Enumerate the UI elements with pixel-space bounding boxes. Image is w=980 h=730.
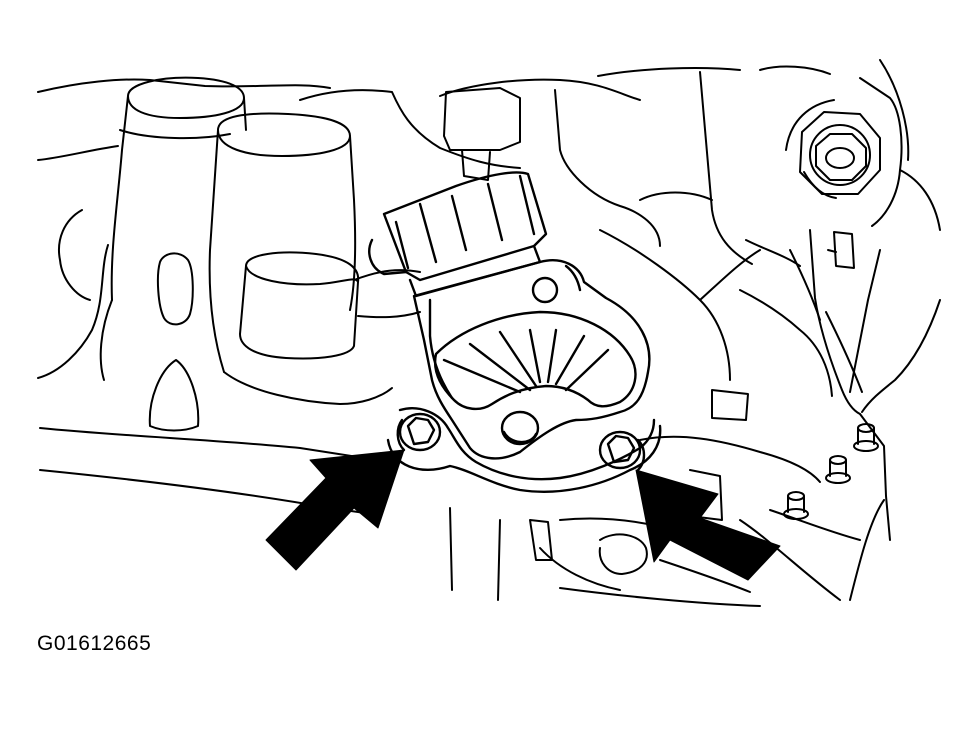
stud	[853, 423, 879, 452]
cylinder-boss-center	[208, 112, 421, 405]
right-bolt-arrow	[635, 469, 781, 581]
connector-housing	[368, 171, 548, 298]
hex-nut	[785, 99, 881, 199]
left-bolt-arrow	[265, 449, 405, 571]
neutral-safety-switch	[386, 259, 662, 493]
left-mounting-bolt	[396, 412, 442, 452]
cylinder-boss-left	[58, 76, 247, 432]
harness-plug-rear	[443, 87, 521, 181]
stud	[825, 455, 851, 484]
clip-bracket	[827, 231, 855, 269]
housing-outline	[37, 59, 941, 607]
figure-id: G01612665	[37, 632, 152, 655]
right-mounting-bolt	[598, 430, 646, 472]
stud	[783, 491, 809, 520]
